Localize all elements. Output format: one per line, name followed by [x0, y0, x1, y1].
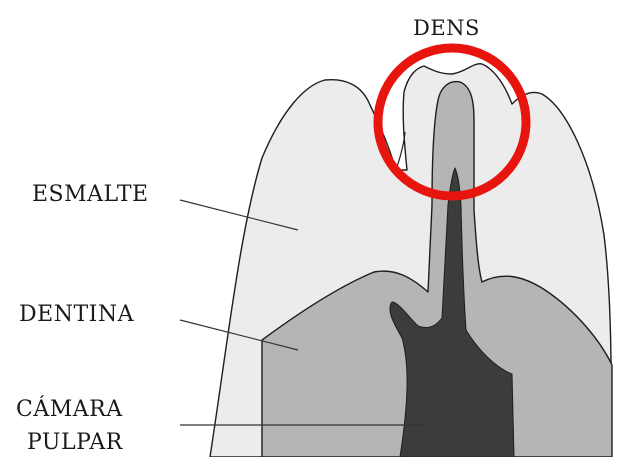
camara-pulpar-label-line1: CÁMARA [16, 399, 123, 421]
dentina-label: DENTINA [19, 304, 134, 326]
camara-pulpar-label-line2: PULPAR [27, 432, 123, 454]
esmalte-label: ESMALTE [32, 184, 149, 206]
dens-label: DENS [413, 18, 480, 39]
